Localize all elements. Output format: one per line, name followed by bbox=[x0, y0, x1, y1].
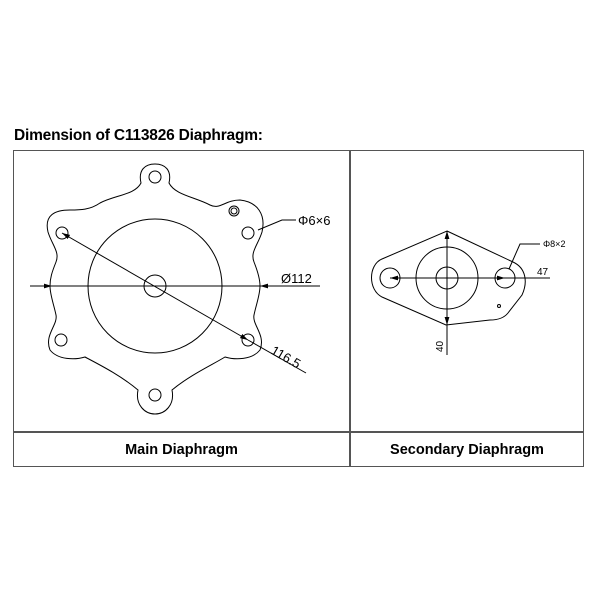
main-diaphragm-drawing bbox=[30, 163, 320, 415]
main-spacing-annotation: 116.5 bbox=[269, 343, 304, 372]
main-hole-top bbox=[148, 170, 162, 184]
main-hole-upper-right bbox=[241, 226, 255, 240]
label-row-divider bbox=[14, 431, 583, 433]
main-diaphragm-label: Main Diaphragm bbox=[125, 442, 238, 458]
main-holes-annotation: Φ6×6 bbox=[298, 213, 330, 228]
page-title: Dimension of C113826 Diaphragm: bbox=[14, 127, 263, 144]
secondary-holes-annotation: Φ8×2 bbox=[543, 239, 565, 249]
main-outer-contour bbox=[46, 163, 264, 415]
main-hole-lower-left bbox=[54, 333, 68, 347]
secondary-diaphragm-label: Secondary Diaphragm bbox=[390, 442, 544, 458]
main-diameter-annotation: Ø112 bbox=[281, 271, 312, 286]
main-hole-bottom bbox=[148, 388, 162, 402]
secondary-diaphragm-drawing bbox=[371, 230, 550, 355]
column-divider bbox=[349, 151, 351, 466]
secondary-outer-contour bbox=[371, 230, 526, 326]
secondary-height-annotation: 40 bbox=[435, 340, 446, 352]
secondary-width-annotation: 47 bbox=[537, 267, 549, 278]
dimension-table: Main Diaphragm Secondary Diaphragm bbox=[13, 150, 584, 467]
